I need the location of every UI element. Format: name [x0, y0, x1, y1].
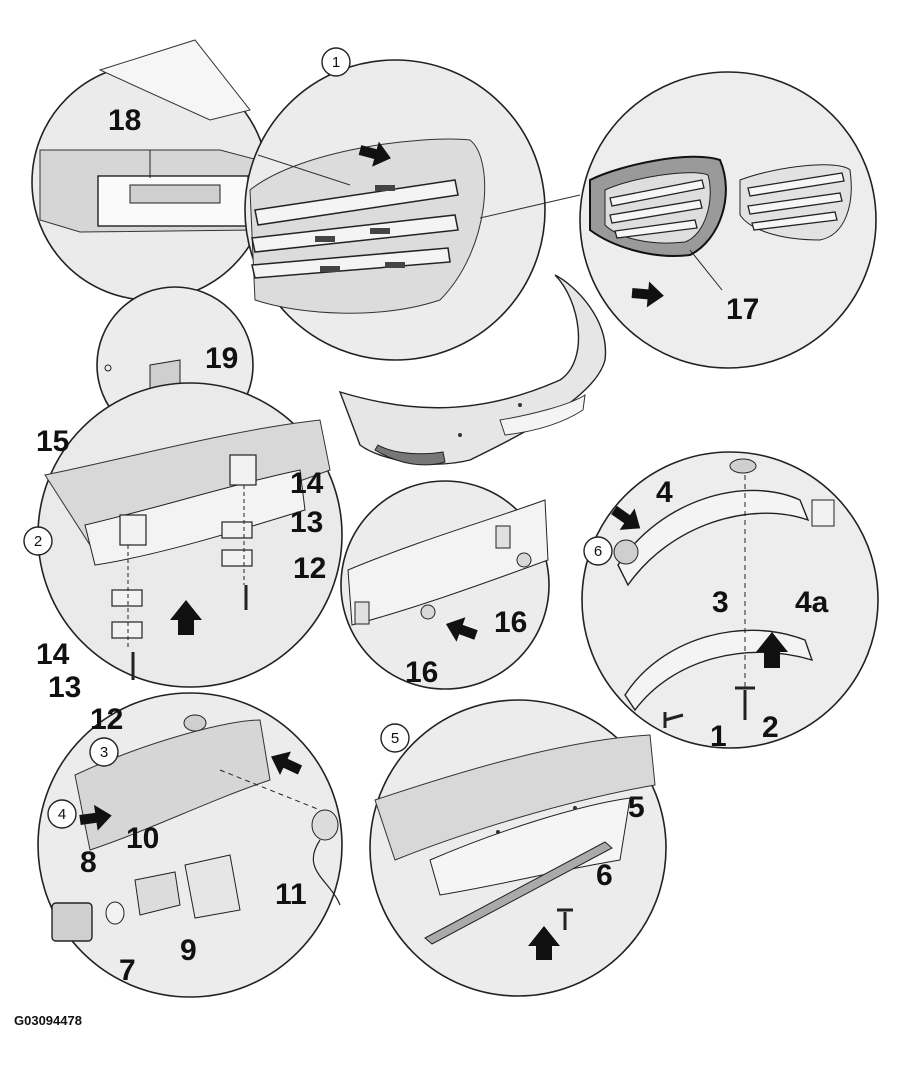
part-label-4: 4 [656, 476, 673, 509]
detail-circle-clip-18 [31, 39, 269, 301]
svg-text:1: 1 [332, 54, 340, 71]
svg-text:3: 3 [100, 744, 108, 761]
part-label-10: 10 [126, 822, 159, 855]
part-label-14b: 14 [36, 638, 70, 671]
step-marker-2: 2 [23, 526, 53, 556]
part-label-13a: 13 [290, 506, 323, 539]
step-marker-6: 6 [583, 536, 613, 566]
part-label-14a: 14 [290, 467, 324, 500]
step-markers: 1 2 3 4 5 6 [23, 47, 613, 829]
svg-text:5: 5 [391, 730, 399, 747]
part-labels: 1 2 3 4 4a 5 6 7 8 9 10 11 12 12 13 13 1… [36, 104, 829, 987]
svg-text:4: 4 [58, 806, 66, 823]
part-label-9: 9 [180, 934, 197, 967]
part-label-6: 6 [596, 859, 613, 892]
step-marker-4: 4 [47, 799, 77, 829]
part-label-1: 1 [710, 720, 727, 753]
part-label-12b: 12 [90, 703, 123, 736]
part-label-12a: 12 [293, 552, 326, 585]
part-label-16b: 16 [405, 656, 438, 689]
detail-circle-plate [369, 699, 667, 997]
detail-circle-sensor [37, 692, 343, 998]
part-label-18: 18 [108, 104, 141, 137]
figure-reference: G03094478 [14, 1013, 82, 1028]
part-label-11: 11 [275, 878, 307, 911]
part-label-4a: 4a [795, 586, 829, 619]
detail-circle-vent-17 [579, 71, 877, 369]
detail-circle-16 [340, 480, 550, 690]
step-marker-3: 3 [89, 737, 119, 767]
part-label-5: 5 [628, 791, 645, 824]
rear-bumper-overview [338, 274, 607, 466]
svg-text:6: 6 [594, 543, 602, 560]
svg-text:2: 2 [34, 533, 42, 550]
detail-circle-grille [244, 59, 581, 361]
part-label-2: 2 [762, 711, 779, 744]
part-label-15: 15 [36, 425, 69, 458]
detail-circle-brackets [37, 382, 343, 688]
part-label-7: 7 [119, 954, 136, 987]
part-label-8: 8 [80, 846, 97, 879]
part-label-13b: 13 [48, 671, 81, 704]
step-marker-5: 5 [380, 723, 410, 753]
part-label-19: 19 [205, 342, 238, 375]
part-label-17: 17 [726, 293, 759, 326]
step-marker-1: 1 [321, 47, 351, 77]
part-label-16a: 16 [494, 606, 527, 639]
detail-circle-trim [581, 451, 879, 749]
part-label-3: 3 [712, 586, 729, 619]
